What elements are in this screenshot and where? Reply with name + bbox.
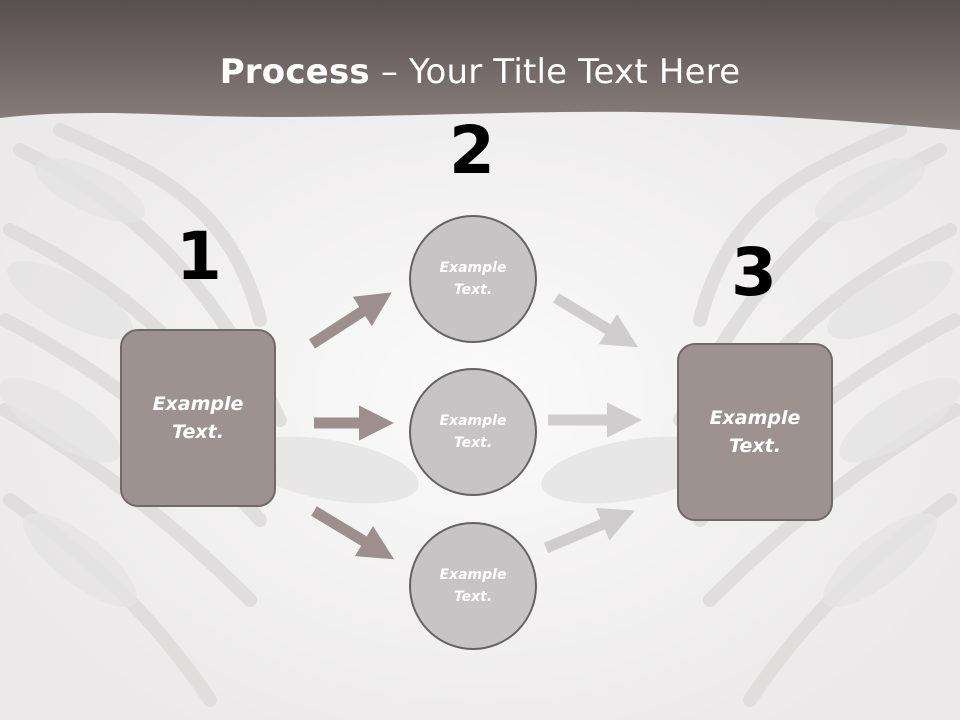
circle-2-label: Example Text. (439, 412, 507, 451)
wing-feather-shapes (0, 157, 960, 608)
step-number-3: 3 (731, 234, 777, 311)
arrow-to-circle-3 (311, 506, 395, 560)
step-2-circle-middle: Example Text. (409, 368, 537, 496)
step-2-circle-bottom: Example Text. (409, 522, 537, 650)
arrow-from-circle-3 (543, 507, 635, 554)
step-1-box: Example Text. (120, 329, 276, 507)
arrow-from-circle-1 (553, 293, 639, 348)
step-2-circle-top: Example Text. (409, 215, 537, 343)
step-number-2: 2 (449, 112, 495, 189)
slide-title: Process – Your Title Text Here (0, 52, 960, 92)
arrow-to-circle-1 (309, 292, 392, 349)
circle-3-label: Example Text. (439, 566, 507, 605)
circle-1-label: Example Text. (439, 259, 507, 298)
step-3-box: Example Text. (677, 343, 833, 521)
step-1-label: Example Text. (152, 392, 244, 444)
step-3-label: Example Text. (709, 406, 801, 458)
title-bold: Process (219, 52, 370, 92)
title-rest: – Your Title Text Here (369, 52, 741, 92)
step-number-1: 1 (176, 218, 222, 295)
header-band (0, 0, 960, 130)
